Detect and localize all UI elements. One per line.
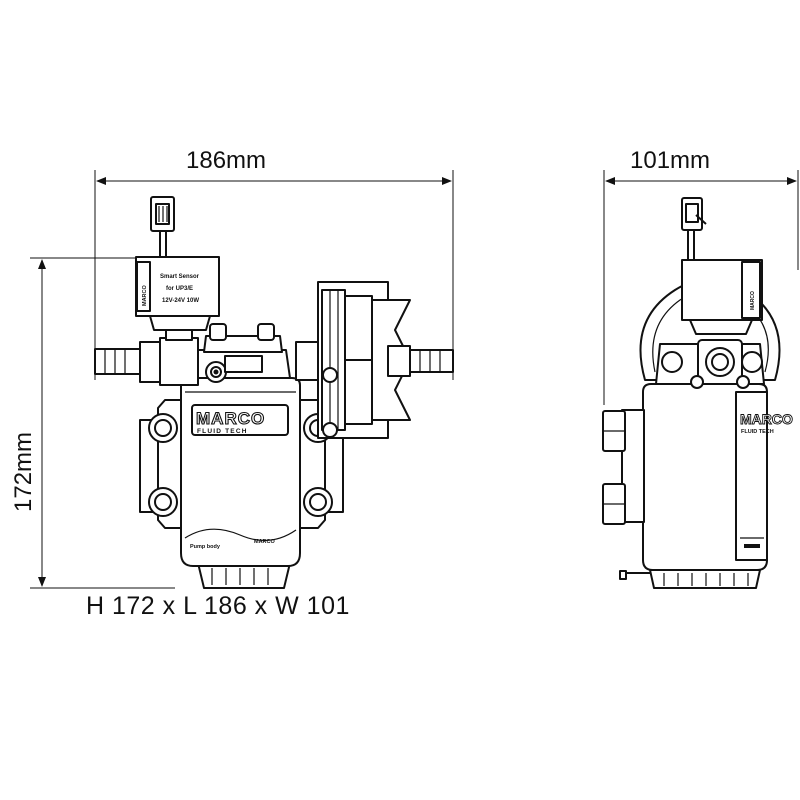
mount-foot-top-left bbox=[148, 413, 178, 443]
mount-foot-bottom-left bbox=[148, 487, 178, 517]
side-pump-head bbox=[655, 339, 765, 389]
pump-head bbox=[193, 323, 291, 383]
dimension-width-side: 101mm bbox=[603, 147, 799, 405]
side-sensor-box: MARCO bbox=[681, 197, 763, 335]
dimensions-summary: H 172 x L 186 x W 101 bbox=[86, 592, 350, 620]
smart-sensor-box: MARCO Smart Sensor for UP3/E 12V-24V 10W bbox=[135, 196, 220, 331]
svg-text:FLUID TECH: FLUID TECH bbox=[197, 428, 248, 435]
sensor-side-label: MARCO bbox=[142, 285, 148, 306]
mount-foot-bottom-right bbox=[303, 487, 333, 517]
front-view: Pump body MARCO MARCO FLUID TECH bbox=[94, 196, 454, 589]
side-brand-line1: MARCO bbox=[740, 411, 793, 427]
svg-text:MARCO: MARCO bbox=[196, 409, 265, 428]
dimension-width-front: 186mm bbox=[94, 147, 454, 380]
side-pump-body: MARCO FLUID TECH bbox=[642, 383, 793, 571]
sensor-label-line1: Smart Sensor bbox=[160, 274, 200, 280]
side-brand-line2: FLUID TECH bbox=[741, 429, 774, 435]
inlet-port bbox=[94, 327, 199, 386]
side-sensor-label: MARCO bbox=[750, 291, 756, 310]
outlet-assembly bbox=[295, 281, 454, 439]
pump-body-label-right: MARCO bbox=[254, 539, 275, 545]
side-view: MARCO FLUID TECH bbox=[602, 197, 793, 589]
dimension-label-101: 101mm bbox=[630, 147, 710, 174]
dimension-label-172: 172mm bbox=[10, 432, 37, 512]
marco-logo: MARCO FLUID TECH bbox=[191, 404, 289, 436]
side-motor-cap bbox=[619, 569, 761, 589]
pump-body-label-left: Pump body bbox=[190, 544, 221, 550]
sensor-label-line3: 12V-24V 10W bbox=[162, 298, 199, 304]
side-mount-bracket bbox=[602, 409, 645, 525]
dimension-label-186: 186mm bbox=[186, 147, 266, 174]
sensor-label-line2: for UP3/E bbox=[166, 286, 193, 292]
